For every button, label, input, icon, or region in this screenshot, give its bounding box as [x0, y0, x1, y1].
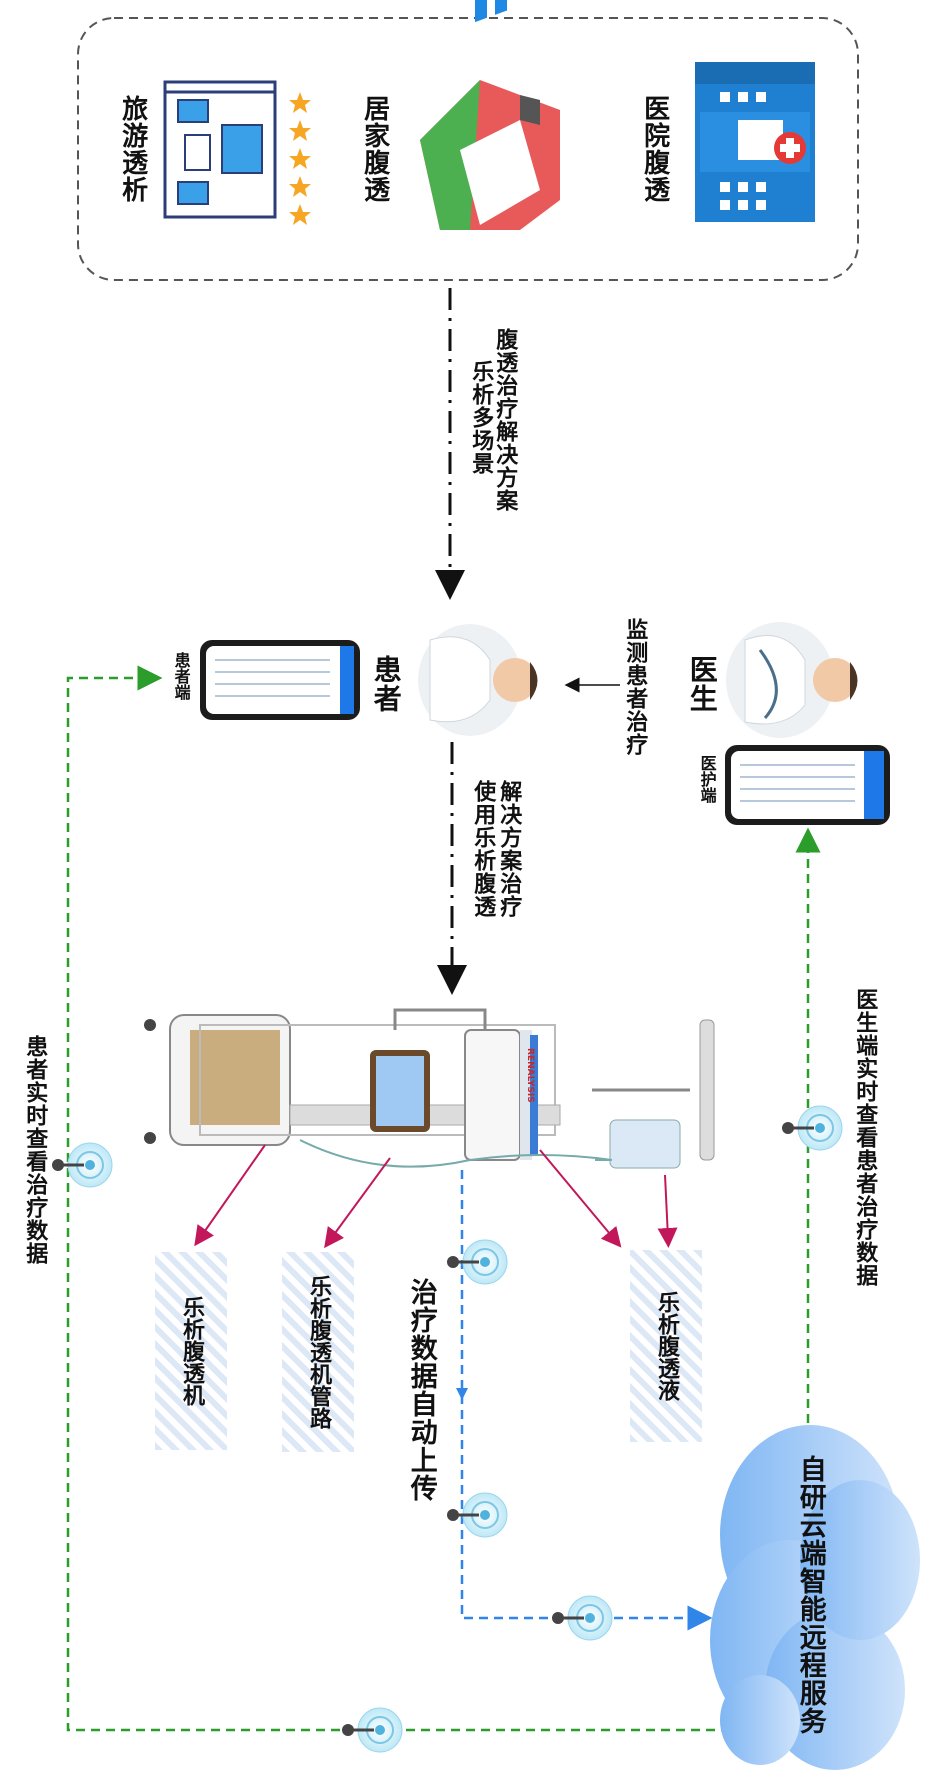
signal-node: [782, 1105, 843, 1151]
patient-app-label: 患者端: [171, 652, 191, 700]
upload-label: 治疗数据自动上传: [405, 1278, 437, 1502]
scene-home-label: 居家腹透: [359, 95, 390, 203]
patient-data-flow: [66, 665, 760, 1732]
doctor-phone: [725, 745, 890, 825]
treatment-label-1: 使用乐析腹透: [470, 780, 496, 918]
machine-hatch: [155, 1252, 227, 1450]
hotel-icon: [163, 80, 311, 225]
patient-title: 患者: [369, 655, 403, 713]
solution-label-2: 腹透治疗解决方案: [492, 328, 518, 512]
tubing-label: 乐析腹透机管路: [306, 1275, 331, 1429]
signal-node: [447, 1492, 508, 1538]
machine-label: 乐析腹透机: [179, 1296, 204, 1406]
patient-avatar: [418, 624, 538, 736]
patient-view-label: 患者实时查看治疗数据: [22, 1035, 48, 1265]
fluid-arrow: [657, 1174, 678, 1248]
cloud-label: 自研云端智能远程服务: [794, 1455, 826, 1735]
patient-phone: [200, 640, 360, 720]
doctor-view-label: 医生端实时查看患者治疗数据: [852, 988, 878, 1287]
fluid-hatch: [630, 1250, 702, 1442]
doctor-title: 医生: [685, 655, 719, 713]
signal-node: [552, 1595, 613, 1641]
cloud-shape: [710, 1425, 920, 1770]
signal-node: [447, 1239, 508, 1285]
hospital-icon: [695, 62, 815, 222]
treatment-label-2: 解决方案治疗: [496, 780, 522, 918]
doctor-app-label: 医护端: [697, 755, 717, 803]
scene-hospital-label: 医院腹透: [639, 95, 670, 203]
solution-label-1: 乐析多场景: [468, 360, 494, 475]
fluid-label: 乐析腹透液: [654, 1291, 679, 1401]
scenes-container: [77, 17, 859, 281]
tubing-hatch: [282, 1252, 354, 1452]
scene-travel-label: 旅游透析: [117, 95, 148, 203]
tubing-arrow: [324, 1157, 391, 1249]
signal-node: [342, 1707, 403, 1753]
monitor-label: 监测患者治疗: [622, 618, 648, 756]
home-icon: [420, 0, 560, 230]
upload-flow: [460, 1170, 713, 1631]
brand-text: RENALYSIS: [524, 1048, 535, 1103]
signal-node: [52, 1142, 113, 1188]
machine-arrow: [194, 1144, 266, 1247]
doctor-avatar: [726, 622, 858, 738]
fluid-arrow-2: [539, 1149, 622, 1248]
dialysis-device-illustration: [144, 1008, 715, 1169]
